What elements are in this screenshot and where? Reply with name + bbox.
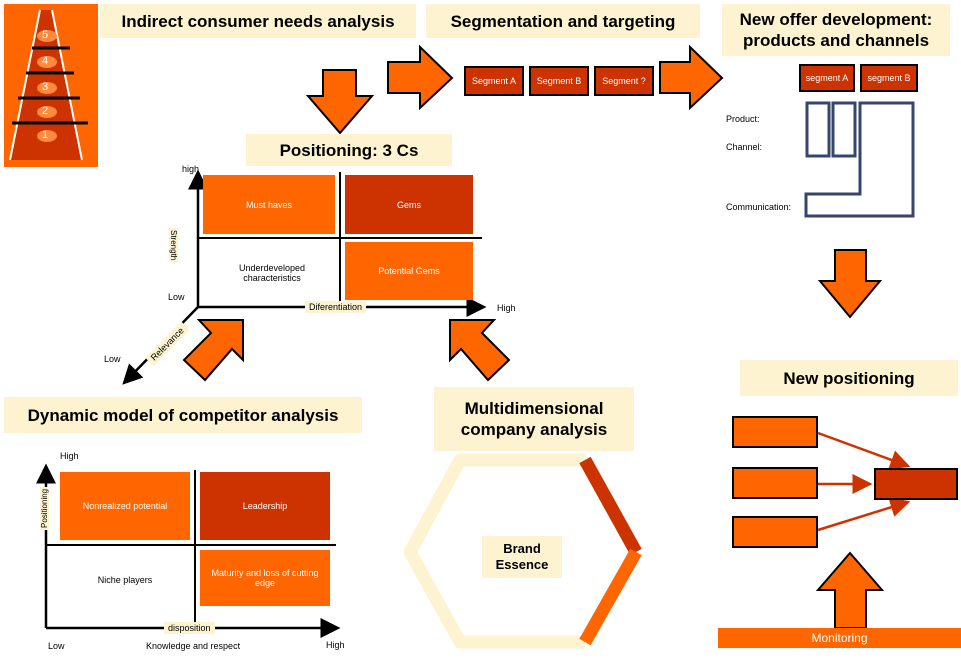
monitoring-label: Monitoring	[811, 631, 868, 645]
monitoring-bar: Monitoring	[718, 628, 961, 648]
ladder-step-3: 3	[42, 81, 49, 93]
segment-a: Segment A	[464, 66, 524, 96]
positioning-y-axis-label: Strength	[169, 228, 178, 263]
quadrant-niche-players: Niche players	[97, 575, 153, 585]
arrow-diag-from-competitor	[182, 319, 244, 382]
competitor-x-caption: Knowledge and respect	[146, 641, 241, 651]
dynamic-model-title-text: Dynamic model of competitor analysis	[27, 405, 339, 425]
ladder-step-1: 1	[42, 129, 49, 141]
ladder-graphic	[4, 4, 98, 167]
np-target-box	[874, 468, 958, 500]
competitor-y-high: High	[60, 451, 79, 461]
positioning-x-axis-label: Diferentiation	[305, 301, 367, 313]
quadrant-must-haves: Must haves	[203, 175, 335, 234]
arrow-down-to-positioning	[305, 69, 375, 135]
quadrant-maturity: Maturity and loss of cutting edge	[200, 550, 330, 606]
quadrant-nonrealized: Nonrealized potential	[60, 472, 190, 540]
brand-hexagon	[403, 453, 642, 649]
positioning-z-low: Low	[104, 354, 121, 364]
quadrant-underdeveloped: Underdeveloped characteristics	[238, 263, 306, 283]
new-offer-title-line1: New offer development:	[739, 10, 933, 29]
offer-segment-a: segment A	[799, 64, 855, 92]
competitor-x-high: High	[326, 640, 345, 650]
np-source-box-1	[732, 416, 818, 448]
new-positioning-title-text: New positioning	[783, 368, 915, 388]
new-offer-title: New offer development: products and chan…	[722, 4, 950, 56]
ladder-step-4: 4	[42, 55, 49, 67]
ladder-step-5: 5	[42, 29, 49, 41]
new-positioning-links	[817, 431, 911, 532]
multidimensional-title-line1: Multidimensional	[464, 399, 604, 418]
competitor-x-axis-label: disposition	[164, 622, 215, 634]
segmentation-title-text: Segmentation and targeting	[450, 11, 676, 31]
positioning-title: Positioning: 3 Cs	[246, 134, 452, 166]
new-offer-outline	[804, 101, 915, 218]
segment-b: Segment B	[529, 66, 589, 96]
arrow-diag-from-company	[449, 319, 511, 382]
indirect-needs-title-text: Indirect consumer needs analysis	[121, 11, 395, 31]
positioning-y-high: high	[182, 164, 200, 174]
quadrant-potential-gems: Potential Gems	[345, 242, 473, 300]
segment-unknown: Segment ?	[594, 66, 654, 96]
positioning-x-high: High	[497, 303, 516, 313]
dynamic-model-title: Dynamic model of competitor analysis	[4, 397, 362, 433]
new-positioning-title: New positioning	[740, 360, 958, 396]
segmentation-title: Segmentation and targeting	[426, 4, 700, 38]
quadrant-gems: Gems	[345, 175, 473, 234]
ladder-step-2: 2	[42, 105, 49, 117]
new-offer-title-line2: products and channels	[742, 31, 930, 50]
competitor-y-axis-label: Positioning	[40, 486, 49, 530]
brand-essence-label: Brand Essence	[482, 536, 562, 578]
multidimensional-title-line2: company analysis	[460, 420, 608, 439]
positioning-title-text: Positioning: 3 Cs	[279, 140, 419, 160]
brand-essence-line1: Brand	[503, 541, 541, 556]
multidimensional-title: Multidimensional company analysis	[434, 387, 634, 451]
np-source-box-2	[732, 467, 818, 499]
competitor-x-low: Low	[48, 641, 65, 651]
arrow-right-to-segmentation	[387, 44, 454, 111]
np-source-box-3	[732, 516, 818, 548]
offer-segment-b: segment B	[860, 64, 918, 92]
offer-row-communication: Communication:	[726, 202, 792, 212]
offer-row-channel: Channel:	[726, 142, 763, 152]
arrow-right-to-new-offer	[659, 44, 724, 111]
arrow-up-from-monitoring	[815, 551, 885, 629]
positioning-y-low: Low	[168, 292, 185, 302]
arrow-down-to-new-positioning	[817, 249, 883, 319]
brand-essence-line2: Essence	[495, 557, 549, 572]
offer-row-product: Product:	[726, 114, 760, 124]
quadrant-leadership: Leadership	[200, 472, 330, 540]
indirect-needs-title: Indirect consumer needs analysis	[100, 4, 416, 38]
